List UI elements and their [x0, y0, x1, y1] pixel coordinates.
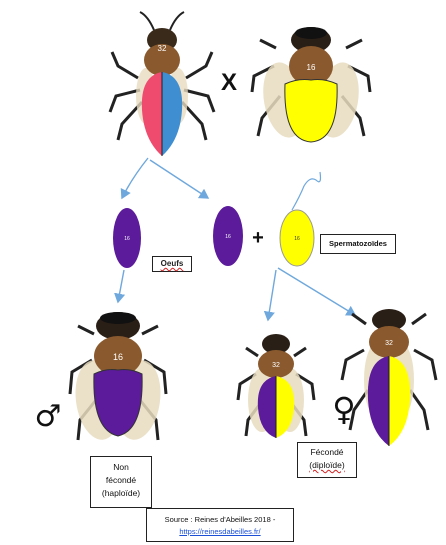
- spermatozoides-label: Spermatozoïdes: [320, 234, 396, 254]
- cross-symbol: X: [221, 69, 237, 96]
- egg-middle-count: 16: [225, 234, 231, 240]
- female-bee-small: [238, 334, 314, 438]
- non-feconde-line-2: fécondé: [91, 474, 151, 487]
- female-large-count: 32: [385, 340, 393, 347]
- feconde-line-2: (diploïde): [298, 459, 356, 472]
- queen-top-count: 32: [158, 44, 167, 53]
- arrow-queen-to-egg-left: [122, 158, 148, 198]
- source-caption: Source : Reines d'Abeilles 2018 - https:…: [146, 508, 294, 542]
- sperm-tail: [292, 172, 321, 210]
- arrow-queen-to-egg-middle: [150, 160, 208, 198]
- arrow-to-female-small: [268, 270, 276, 320]
- male-symbol: ♂: [35, 399, 62, 434]
- arrow-to-female-large: [278, 268, 355, 315]
- non-feconde-label: Non fécondé (haploïde): [90, 456, 152, 508]
- oeufs-label: Oeufs: [152, 256, 192, 272]
- arrow-egg-to-male: [118, 270, 124, 302]
- drone-top-count: 16: [307, 63, 316, 72]
- source-link[interactable]: https://reinesdabeilles.fr/: [147, 526, 293, 538]
- female-symbol: ♀: [332, 390, 355, 428]
- feconde-label: Fécondé (diploïde): [297, 442, 357, 478]
- feconde-line-1: Fécondé: [298, 446, 356, 459]
- sperm-count: 16: [294, 236, 300, 242]
- plus-symbol: +: [252, 227, 264, 249]
- source-text: Source : Reines d'Abeilles 2018 -: [147, 514, 293, 526]
- queen-bee-top: [110, 12, 214, 156]
- drone-bee-top: [252, 27, 370, 142]
- non-feconde-line-3: (haploïde): [91, 487, 151, 500]
- female-small-count: 32: [272, 362, 280, 369]
- male-bee-count: 16: [113, 352, 123, 362]
- male-bee-offspring: [70, 312, 166, 443]
- non-feconde-line-1: Non: [91, 461, 151, 474]
- egg-left-count: 16: [124, 236, 130, 242]
- female-bee-large: [342, 309, 436, 446]
